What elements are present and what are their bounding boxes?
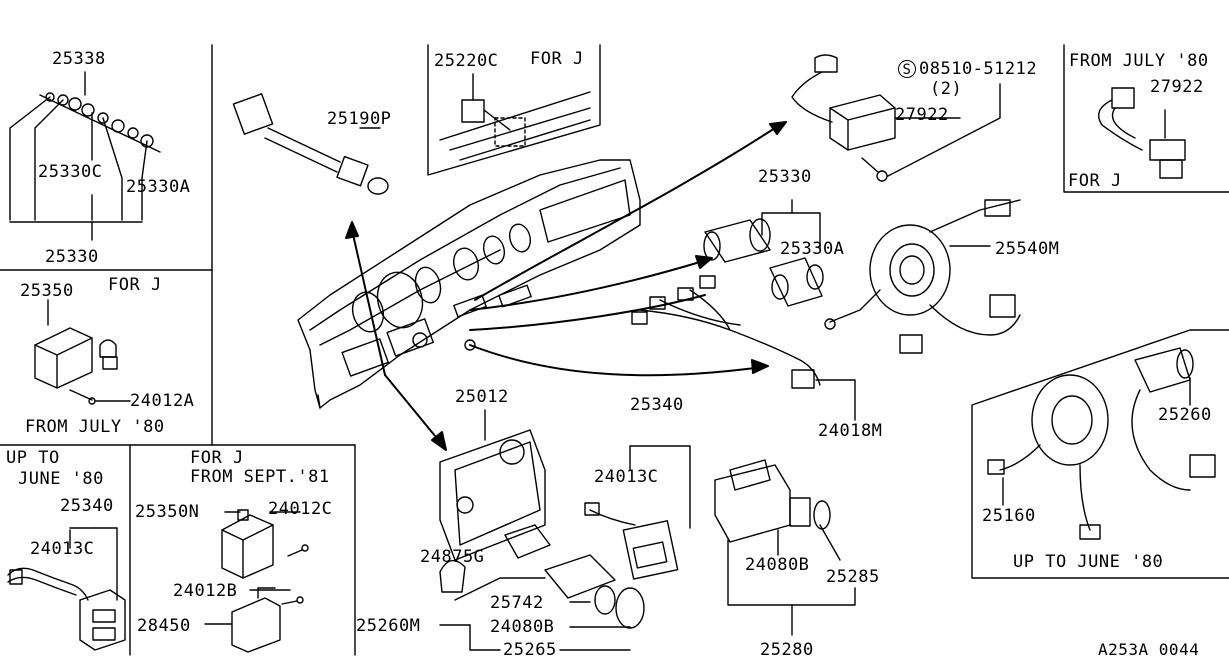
header-up-to: UP TO [6, 448, 60, 468]
label-28450: 28450 [137, 616, 191, 636]
screw-symbol-icon: S [898, 60, 916, 78]
label-08510-51212: 08510-51212 [919, 59, 1038, 79]
label-24012a: 24012A [130, 391, 195, 411]
label-24875g: 24875G [420, 547, 485, 567]
panel-borders [0, 44, 356, 656]
label-25012: 25012 [455, 387, 509, 407]
label-25330-left: 25330 [45, 247, 99, 267]
key-cylinder-parts-drawing [9, 71, 161, 241]
switch-panel-drawing [439, 409, 691, 651]
label-25330: 25330 [758, 167, 812, 187]
label-25190p: 25190P [327, 109, 392, 129]
label-24013c: 24013C [594, 467, 659, 487]
header-from-sept-81: FROM SEPT.'81 [190, 467, 330, 487]
relay-bracket-drawing-b [204, 509, 309, 653]
label-27922-inset: 27922 [1150, 77, 1204, 97]
header-for-j-b: FOR J [190, 448, 244, 468]
label-25330c: 25330C [38, 162, 103, 182]
label-25338: 25338 [52, 49, 106, 69]
label-25265: 25265 [503, 640, 557, 660]
diagram-code: A253A 0044 [1098, 640, 1200, 659]
label-24012b: 24012B [173, 581, 238, 601]
header-from-july-80-right: FROM JULY '80 [1069, 51, 1209, 71]
label-25540m: 25540M [995, 239, 1060, 259]
label-25340-left: 25340 [60, 496, 114, 516]
label-25742: 25742 [490, 593, 544, 613]
label-24080b-right: 24080B [745, 555, 810, 575]
label-25285: 25285 [826, 567, 880, 587]
note-for-j-right: FOR J [1068, 171, 1122, 191]
note-for-j-mid: FOR J [108, 275, 162, 295]
label-25280: 25280 [760, 640, 814, 660]
label-screw-qty: (2) [930, 79, 963, 99]
header-june-80: JUNE '80 [18, 469, 104, 489]
label-25350: 25350 [20, 281, 74, 301]
footer-from-july-80: FROM JULY '80 [25, 417, 165, 437]
label-24080b-left: 24080B [490, 617, 555, 637]
label-24012c: 24012C [268, 499, 333, 519]
pointer-arrows [345, 121, 787, 451]
label-25220c: 25220C [434, 51, 499, 71]
label-27922: 27922 [895, 105, 949, 125]
harness-24018m-drawing [631, 275, 856, 421]
label-24018m: 24018M [818, 421, 883, 441]
inset-box-up-to-june-80 [971, 329, 1229, 579]
footer-up-to-june-80: UP TO JUNE '80 [1013, 552, 1164, 572]
inset-box-25220c [427, 44, 601, 176]
label-25350n: 25350N [135, 502, 200, 522]
label-25330a-left: 25330A [126, 177, 191, 197]
dashboard-drawing [297, 159, 641, 409]
note-for-j-top: FOR J [530, 49, 584, 69]
lighter-drawing [703, 199, 824, 307]
combination-switch-drawing [824, 199, 1021, 354]
label-24013c-left: 24013C [30, 539, 95, 559]
label-25160: 25160 [982, 506, 1036, 526]
switch-25280-drawing [714, 459, 856, 636]
inset-box-from-july-80 [1063, 44, 1229, 193]
switch-harness-drawing-a [7, 527, 126, 651]
label-25330a: 25330A [780, 239, 845, 259]
connector-cable-drawing [232, 93, 389, 195]
label-25260: 25260 [1158, 405, 1212, 425]
label-25260m: 25260M [356, 616, 421, 636]
relay-unit-drawing [34, 299, 131, 405]
switch-27922-drawing [791, 54, 1001, 182]
label-25340: 25340 [630, 395, 684, 415]
